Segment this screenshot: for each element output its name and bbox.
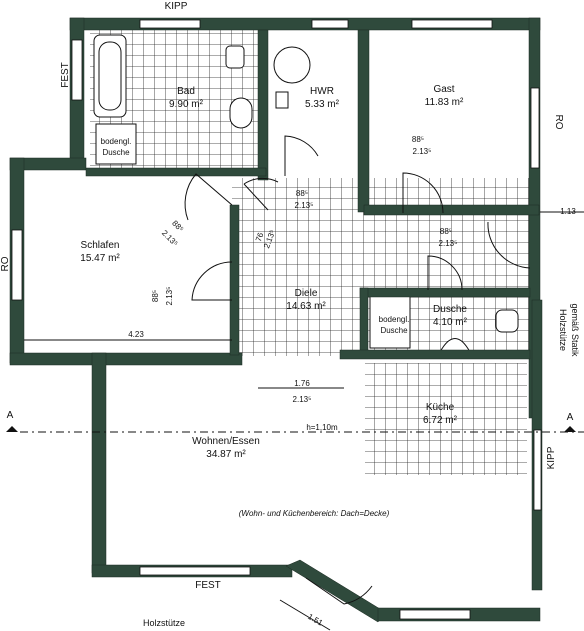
window-hwr	[311, 19, 349, 29]
room-wohnen-area: 34.87 m²	[206, 449, 246, 460]
bad-shower-label-1: bodengl.	[101, 137, 132, 146]
hwr-boiler	[273, 46, 311, 84]
label-kipp-right: KIPP	[546, 446, 557, 469]
doors	[184, 135, 531, 631]
door-wohnen-width: 1.76	[294, 379, 310, 388]
dusche-shower-label-2: Dusche	[380, 326, 408, 335]
room-dusche-name: Dusche	[433, 304, 467, 315]
dusche-shower-tray	[369, 295, 411, 349]
room-dusche-area: 4.10 m²	[433, 317, 468, 328]
wall-schlafen-bottom	[9, 352, 243, 366]
kueche-tiles	[365, 363, 527, 475]
label-holzstuetze-bottom: Holzstütze	[143, 618, 185, 628]
dusche-wc	[495, 309, 519, 333]
door-schlafen-width: 88⁵	[151, 290, 160, 302]
door-entrance	[487, 221, 531, 269]
door-gast-height: 2.13⁵	[413, 147, 432, 156]
section-marker-right	[564, 426, 576, 432]
door-schlafen-top	[184, 173, 233, 221]
door-bad	[243, 177, 279, 211]
wall-dusche-left	[359, 287, 369, 357]
label-ro-right: RO	[553, 115, 564, 130]
door-wohnen-height: 2.13⁵	[293, 395, 312, 404]
window-kueche	[533, 429, 542, 511]
bad-shower-label-2: Dusche	[102, 148, 130, 157]
room-bad-area: 9.90 m²	[169, 99, 204, 110]
bad-washbasin	[229, 97, 253, 129]
window-bottom-right	[399, 609, 471, 620]
wall-gast-bottom	[363, 204, 540, 216]
window-wohnen	[139, 566, 251, 576]
label-holzstuetze-right-1: Holzstütze	[558, 309, 568, 351]
wall-left-wohnen	[91, 352, 107, 574]
section-label-right: A	[567, 412, 574, 423]
room-kueche-area: 6.72 m²	[423, 415, 458, 426]
room-schlafen-name: Schlafen	[81, 240, 120, 251]
window-bad-left	[71, 39, 83, 101]
door-schlafen-height: 2.13⁵	[165, 287, 174, 306]
door-hwr-height: 2.13⁵	[295, 201, 314, 210]
room-diele-name: Diele	[295, 288, 318, 299]
room-kueche-name: Küche	[426, 402, 455, 413]
section-marker-left	[6, 426, 18, 432]
door-dusche	[427, 255, 463, 291]
bad-wc	[225, 45, 245, 69]
door-terrace	[305, 577, 373, 605]
dim-schlafen-value: 4.23	[128, 330, 144, 339]
door-dusche-height: 2.13⁵	[439, 239, 458, 248]
door-hwr	[284, 135, 319, 176]
room-labels: Bad 9.90 m² HWR 5.33 m² Gast 11.83 m² Sc…	[80, 84, 467, 518]
bad-shower-tray	[95, 123, 137, 165]
window-gast-right	[530, 87, 540, 169]
room-gast-name: Gast	[433, 84, 454, 95]
door-schlafen-diag-width: 88⁵	[170, 219, 185, 234]
dusche-shower-label-1: bodengl.	[379, 315, 410, 324]
label-holzstuetze-right-2: gemäß Statik	[570, 303, 580, 357]
label-kipp-top: KIPP	[165, 1, 188, 12]
dimension-lines	[6, 211, 584, 433]
label-fest-left: FEST	[60, 62, 71, 88]
height-label: h=1,10m	[306, 423, 338, 432]
dim-line-bottom	[279, 599, 331, 631]
wall-schlafen-right	[229, 204, 240, 356]
room-bad-name: Bad	[177, 86, 195, 97]
room-diele-area: 14.63 m²	[286, 301, 326, 312]
windows	[11, 19, 542, 620]
wall-bad-hwr	[257, 29, 269, 181]
window-gast-top	[411, 19, 493, 29]
bathtub-inner	[98, 41, 122, 111]
door-schlafen	[191, 261, 233, 301]
label-ro-left: RO	[0, 256, 11, 271]
room-gast-area: 11.83 m²	[425, 97, 464, 108]
note-roof: (Wohn- und Küchenbereich: Dach=Decke)	[239, 509, 390, 518]
room-hwr-area: 5.33 m²	[305, 99, 340, 110]
room-wohnen-name: Wohnen/Essen	[192, 436, 260, 447]
door-gast	[402, 172, 444, 214]
window-bad	[139, 19, 201, 29]
label-fest-bottom: FEST	[195, 580, 221, 591]
door-dusche-width: 88⁵	[440, 227, 452, 236]
room-schlafen-area: 15.47 m²	[80, 253, 120, 264]
hwr-socket	[275, 91, 289, 109]
wall-hwr-gast	[357, 29, 370, 213]
wall-dusche-bottom	[339, 349, 531, 360]
wall-bad-bottom	[85, 167, 267, 177]
door-hwr-width: 88⁵	[296, 189, 308, 198]
section-label-left: A	[7, 410, 14, 421]
door-bad-width: 76	[254, 231, 266, 243]
room-hwr-name: HWR	[310, 86, 334, 97]
window-schlafen	[11, 229, 23, 301]
fixtures	[93, 34, 519, 353]
wall-dusche-top	[359, 287, 531, 298]
dim-right-value: 1.13	[560, 207, 576, 216]
door-gast-width: 88⁵	[412, 135, 424, 144]
